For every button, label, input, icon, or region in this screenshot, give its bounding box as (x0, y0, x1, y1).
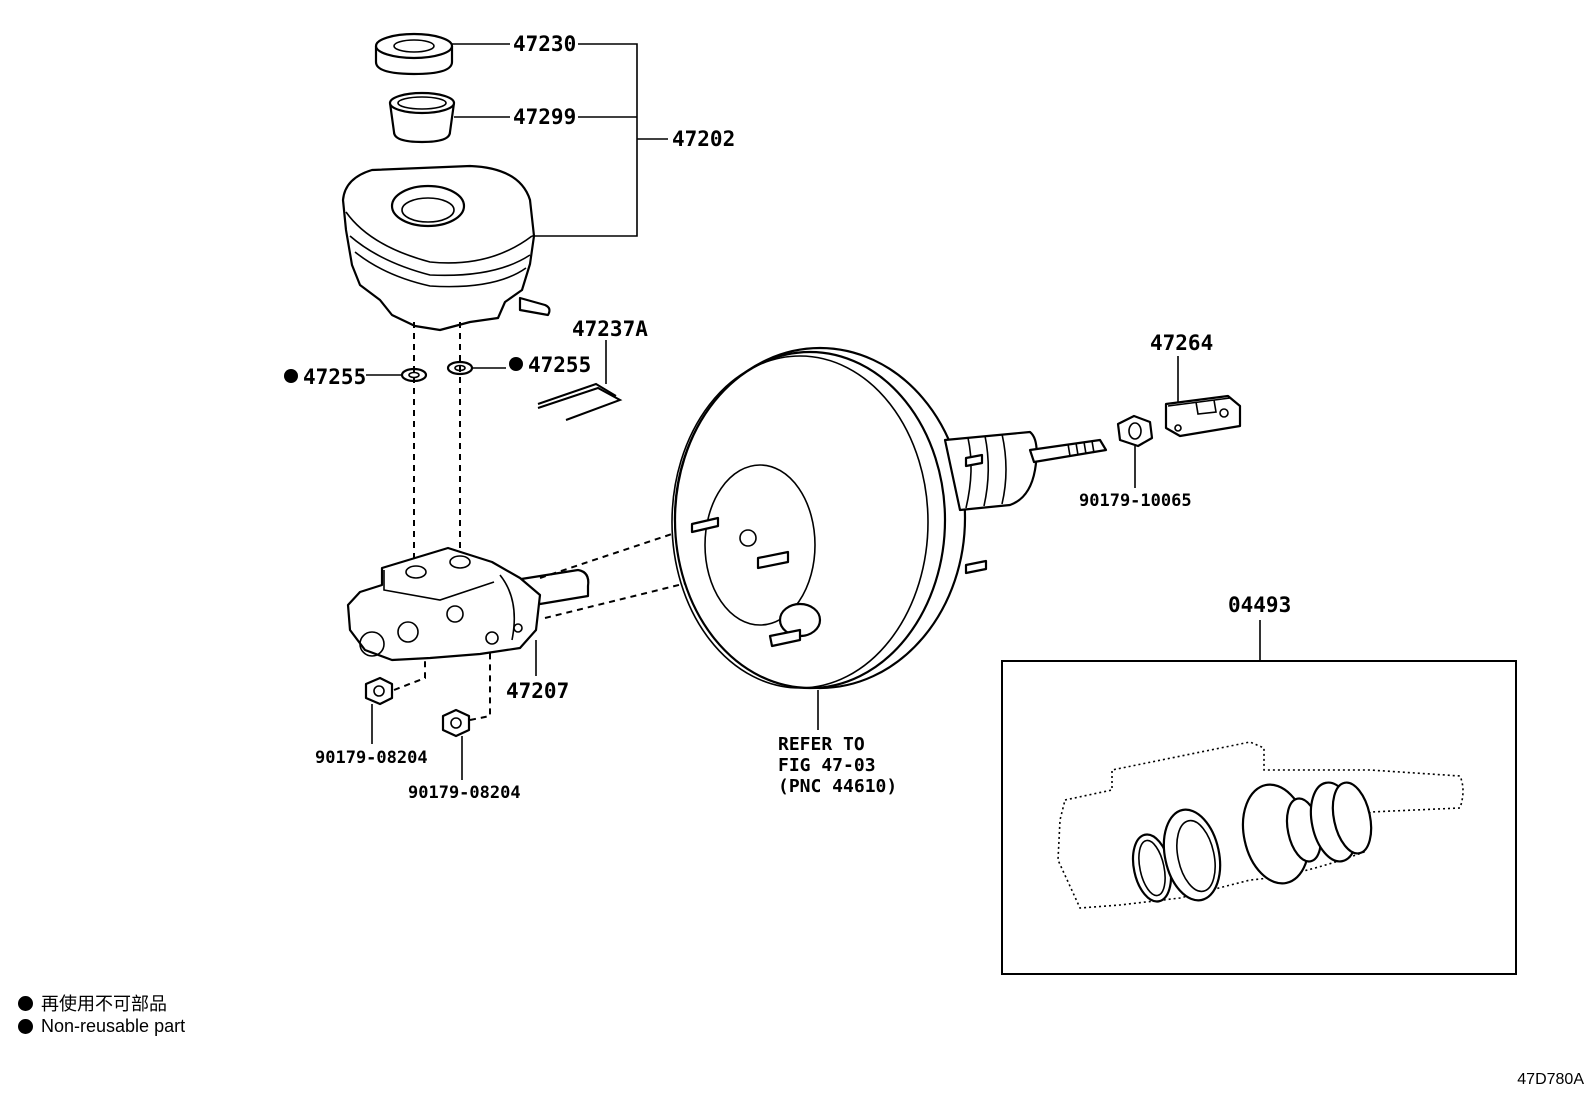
label-master-cylinder: 47207 (506, 679, 569, 703)
non-reusable-mark-right (509, 357, 523, 371)
label-kit: 04493 (1228, 593, 1291, 617)
label-strainer: 47299 (513, 105, 576, 129)
clevis-nut (1116, 414, 1154, 448)
master-cylinder (346, 546, 590, 662)
label-grommet-right: 47255 (528, 353, 591, 377)
push-rod-clevis (1164, 394, 1242, 438)
refer-line-2: FIG 47-03 (778, 755, 876, 776)
legend-row-jp: 再使用不可部品 (18, 990, 167, 1016)
legend-text-jp: 再使用不可部品 (41, 994, 167, 1014)
label-clevis: 47264 (1150, 331, 1213, 355)
label-clevis-nut: 90179-10065 (1079, 491, 1192, 511)
reservoir-pin (537, 340, 623, 421)
nut-right (441, 708, 471, 738)
non-reusable-bullet-icon (18, 1019, 33, 1034)
label-cap: 47230 (513, 32, 576, 56)
figure-code: 47D780A (1517, 1071, 1584, 1088)
legend-row-en: Non-reusable part (18, 1016, 185, 1037)
reservoir-strainer (388, 91, 456, 144)
kit-box (1001, 660, 1517, 975)
reservoir-cap (374, 32, 454, 76)
label-pin: 47237A (572, 317, 648, 341)
refer-line-1: REFER TO (778, 734, 865, 755)
leader-lines-reservoir (452, 43, 668, 237)
non-reusable-mark-left (284, 369, 298, 383)
label-nut-right: 90179-08204 (408, 783, 521, 803)
non-reusable-bullet-icon (18, 995, 33, 1011)
label-grommet-left: 47255 (303, 365, 366, 389)
brake-fluid-reservoir (341, 164, 551, 332)
refer-line-3: (PNC 44610) (778, 776, 897, 797)
label-reservoir-assy: 47202 (672, 127, 735, 151)
kit-parts (1057, 741, 1464, 909)
brake-booster (671, 346, 1108, 690)
legend-text-en: Non-reusable part (41, 1016, 186, 1036)
label-nut-left: 90179-08204 (315, 748, 428, 768)
nut-left (364, 676, 394, 706)
